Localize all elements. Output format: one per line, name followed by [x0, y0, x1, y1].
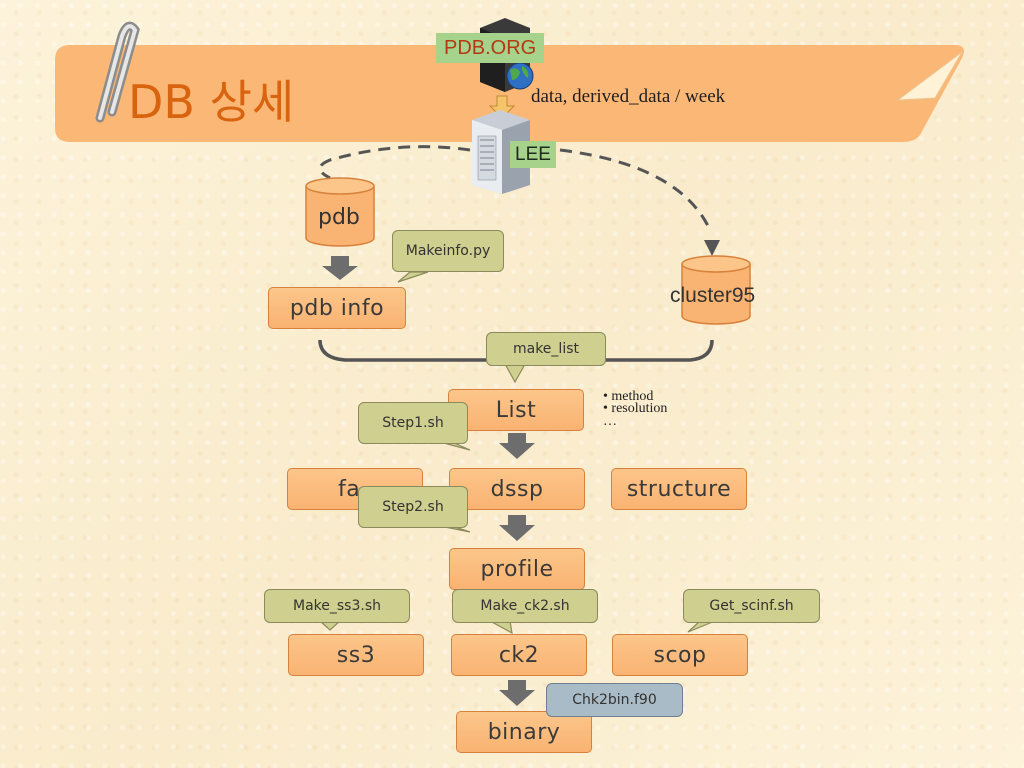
globe-icon: [506, 62, 534, 90]
pdb-database-cylinder: [305, 177, 375, 247]
server-tower-icon: [472, 110, 530, 194]
page-title: DB 상세: [128, 75, 295, 129]
arrow-ck2-to-binary: [499, 680, 535, 706]
fasta-box-label: fa: [338, 476, 361, 502]
flow-arrows: [322, 256, 535, 706]
lee-label: LEE: [510, 141, 556, 168]
structure-box: structure: [611, 468, 747, 510]
step1-callout: Step1.sh: [358, 402, 468, 444]
make-list-callout: make_list: [486, 332, 606, 366]
arrowhead: [704, 240, 720, 256]
profile-box: profile: [449, 548, 585, 590]
chk2bin-callout: Chk2bin.f90: [546, 683, 683, 717]
banner-curl: [896, 51, 963, 101]
dssp-box: dssp: [449, 468, 585, 510]
dashed-arrow-to-pdb: [318, 145, 471, 180]
list-note-resolution: • resolution: [603, 401, 668, 416]
scop-box: scop: [612, 634, 748, 676]
list-box: List: [448, 389, 584, 431]
binary-box: binary: [456, 711, 592, 753]
list-note-method: • method: [603, 389, 654, 404]
paperclip-icon: [95, 21, 140, 123]
make-ss3-callout: Make_ss3.sh: [264, 589, 410, 623]
arrow-pdb-to-info: [322, 256, 358, 280]
download-arrow-icon: [488, 95, 516, 119]
make-ck2-callout: Make_ck2.sh: [452, 589, 598, 623]
ck2-box: ck2: [451, 634, 587, 676]
makeinfo-callout: Makeinfo.py: [392, 230, 504, 272]
arrow-dssp-to-profile: [499, 515, 535, 541]
title-banner: [55, 45, 964, 142]
pdb-info-box: pdb info: [268, 287, 406, 329]
pdb-org-label: PDB.ORG: [436, 33, 545, 63]
cluster95-db-label: cluster95: [670, 284, 756, 307]
arrow-list-to-dssp: [499, 433, 535, 459]
dashed-arrow-to-cluster: [559, 148, 712, 231]
list-note-more: …: [603, 414, 617, 429]
ss3-box: ss3: [288, 634, 424, 676]
pdb-db-label: pdb: [318, 205, 360, 230]
step2-callout: Step2.sh: [358, 486, 468, 528]
cluster95-database-cylinder: [681, 255, 751, 325]
get-scinf-callout: Get_scinf.sh: [683, 589, 820, 623]
transfer-note: data, derived_data / week: [531, 86, 726, 107]
